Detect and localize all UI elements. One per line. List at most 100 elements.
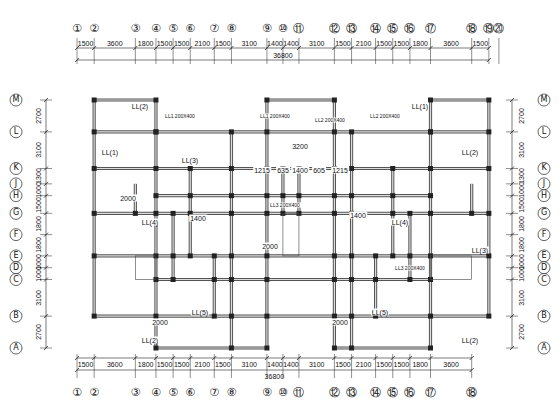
wall (391, 168, 394, 255)
dimension-text: 1500 (394, 40, 410, 47)
column (332, 346, 337, 351)
column (332, 253, 337, 258)
dimension-text: 1800 (35, 237, 42, 253)
column (486, 211, 491, 216)
dimension-line (510, 166, 514, 170)
column (332, 211, 337, 216)
dimension-line (92, 46, 96, 50)
axis-number: ⑭ (370, 387, 381, 398)
wall-core (172, 213, 173, 279)
dimension-line (510, 182, 514, 186)
axis-number: ⑥ (185, 23, 195, 34)
axis-bubble (10, 229, 22, 241)
dimension-text: 635 (276, 167, 290, 174)
column (407, 253, 412, 258)
extension-line (409, 38, 410, 64)
dimension-text: 2100 (194, 40, 210, 47)
dimension-line (77, 370, 472, 371)
dimension-text: 1300 (35, 168, 42, 184)
wall-core (214, 256, 215, 316)
column (428, 129, 433, 134)
dimension-text: 1800 (138, 40, 154, 47)
dimension-text: 1500 (376, 361, 392, 368)
extension-line (231, 38, 232, 64)
axis-number: ⑤ (168, 23, 178, 34)
dimension-text: 1500 (174, 40, 190, 47)
dimension-text: 1500 (35, 197, 42, 213)
column (212, 314, 217, 319)
dimension-text: 1500 (78, 361, 94, 368)
column (349, 314, 354, 319)
axis-number: ⑦ (209, 387, 219, 398)
dimension-text: 2100 (356, 40, 372, 47)
dimension-line (44, 98, 48, 102)
axis-letter: K (541, 164, 546, 172)
column (153, 98, 158, 103)
dimension-text: 3200 (291, 143, 309, 150)
column (212, 277, 217, 282)
wall (154, 100, 157, 132)
wall-core (156, 279, 431, 280)
column (486, 166, 491, 171)
dimension-line (374, 356, 378, 360)
wall-core (334, 100, 335, 348)
dimension-line (350, 356, 354, 360)
dimension-line (44, 194, 48, 198)
dimension-text: 1500 (376, 40, 392, 47)
dimension-line (429, 356, 433, 360)
wall (431, 98, 489, 101)
dimension-text: 1500 (335, 361, 351, 368)
axis-letter: C (541, 276, 547, 284)
dimension-line (44, 266, 48, 270)
beam-tag: LL(2) (131, 103, 149, 110)
dimension-line (510, 130, 514, 134)
axis-letter: F (14, 231, 19, 239)
wall (94, 130, 489, 133)
axis-number: ⑦ (209, 23, 219, 34)
column (390, 253, 395, 258)
axis-bubble (538, 262, 550, 274)
dimension-line (429, 46, 433, 50)
dimension-text: 1400 (283, 40, 299, 47)
dimension-line (92, 356, 96, 360)
column (349, 193, 354, 198)
column (349, 166, 354, 171)
column (264, 314, 269, 319)
column (332, 129, 337, 134)
column (349, 129, 354, 134)
beam-tag: LL(5) (371, 309, 389, 316)
column (188, 193, 193, 198)
dimension-text: 1000 (518, 182, 525, 198)
column (229, 346, 234, 351)
beam-note: LL3 200X400 (269, 203, 301, 208)
axis-number: ⑨ (262, 387, 272, 398)
axis-letter: E (13, 252, 18, 260)
dimension-line (133, 46, 137, 50)
column (229, 129, 234, 134)
axis-letter: L (14, 128, 18, 136)
dimension-line (281, 356, 285, 360)
axis-number: ⑨ (262, 23, 272, 34)
axis-letter: D (541, 264, 547, 272)
wall (156, 278, 431, 281)
dimension-line (75, 46, 79, 50)
axis-number: ⑯ (404, 387, 415, 398)
wall (334, 346, 430, 349)
dimension-text: 1800 (518, 216, 525, 232)
dimension-text: 1215 (331, 167, 349, 174)
axis-number: ⑮ (387, 23, 398, 34)
dimension-text: 1300 (518, 168, 525, 184)
wall-core (155, 100, 156, 132)
axis-letter: F (542, 231, 547, 239)
column (153, 346, 158, 351)
axis-letter: K (13, 164, 18, 172)
dimension-text: 3100 (518, 290, 525, 306)
dimension-line (44, 166, 48, 170)
axis-bubble (538, 126, 550, 138)
column (153, 129, 158, 134)
dimension-line (75, 58, 79, 62)
dimension-text: 2100 (356, 361, 372, 368)
dimension-text: 3600 (443, 40, 459, 47)
wall (156, 346, 267, 349)
dimension-line (44, 254, 48, 258)
